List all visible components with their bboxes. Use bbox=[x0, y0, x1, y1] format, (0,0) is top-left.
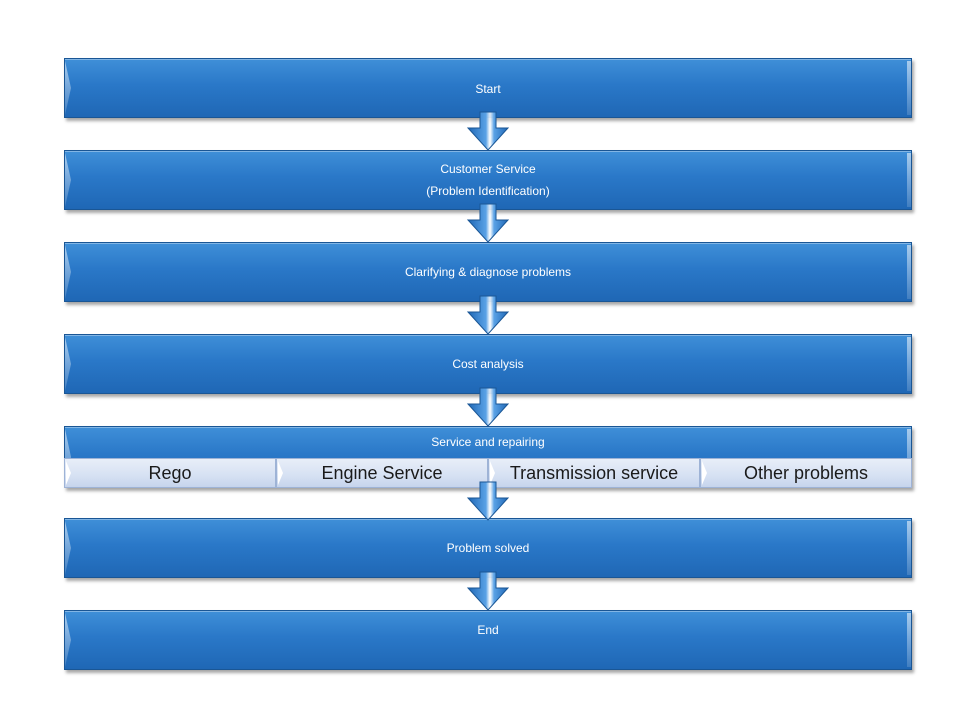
step-problem-solved: Problem solved bbox=[64, 518, 912, 578]
step-problem-solved-label: Problem solved bbox=[446, 541, 530, 555]
step-service-repairing-label: Service and repairing bbox=[431, 435, 545, 449]
step-clarifying: Clarifying & diagnose problems bbox=[64, 242, 912, 302]
sub-item-other-problems: Other problems bbox=[700, 458, 912, 488]
step-end-label: End bbox=[477, 623, 499, 637]
service-sub-items: Rego Engine Service Transmission service… bbox=[64, 458, 912, 488]
step-clarifying-label: Clarifying & diagnose problems bbox=[404, 265, 572, 279]
step-customer-service-label: Customer Service bbox=[440, 162, 536, 176]
sub-item-transmission-service: Transmission service bbox=[488, 458, 700, 488]
step-start: Start bbox=[64, 58, 912, 118]
step-end: End bbox=[64, 610, 912, 670]
step-start-label: Start bbox=[475, 82, 501, 96]
sub-item-engine-service: Engine Service bbox=[276, 458, 488, 488]
sub-item-rego: Rego bbox=[64, 458, 276, 488]
step-customer-service: Customer Service (Problem Identification… bbox=[64, 150, 912, 210]
step-customer-service-sublabel: (Problem Identification) bbox=[426, 184, 550, 198]
step-cost-analysis: Cost analysis bbox=[64, 334, 912, 394]
step-cost-analysis-label: Cost analysis bbox=[452, 357, 524, 371]
